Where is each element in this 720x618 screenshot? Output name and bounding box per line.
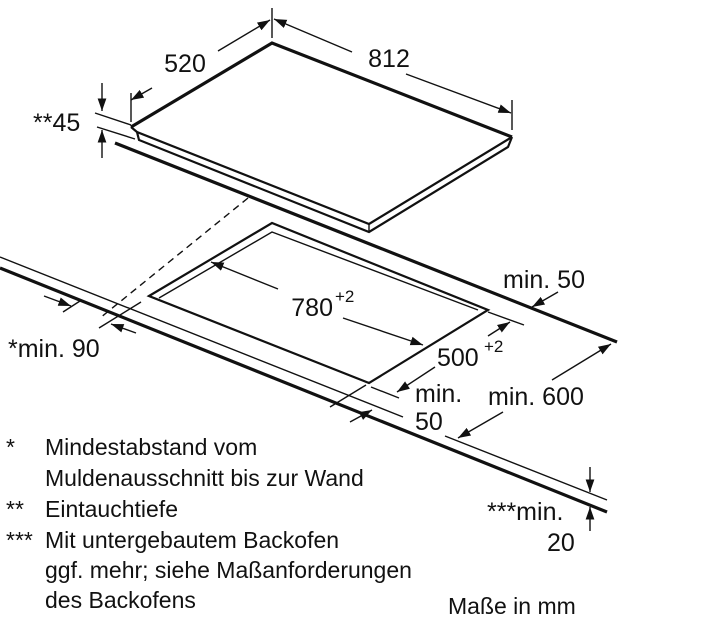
hob [130, 41, 514, 234]
countertop-front-top-edge [444, 435, 608, 501]
cutout-width-label: 780 [291, 294, 333, 322]
note-line: Mit untergebautem Backofen [45, 527, 339, 553]
countertop-front-top-edge [0, 256, 404, 418]
dimension-arrow [531, 291, 559, 308]
dimension-arrow [110, 323, 137, 334]
notes: * Mindestabstand vom Muldenausschnitt bi… [6, 434, 576, 618]
note-line: ggf. mehr; siehe Maßanforderungen [45, 557, 412, 583]
hob-depth-label: 520 [164, 50, 206, 78]
clearances: min. 50 min. 600 min. 50 *min. 90 ***min… [8, 266, 612, 557]
dimension-arrow [457, 411, 504, 439]
cutout: 780 +2 500 +2 [146, 221, 525, 399]
dimension-arrow [349, 409, 373, 423]
oven-gap-label-line1: ***min. [487, 498, 563, 526]
countertop [0, 141, 618, 514]
dimension-arrow [396, 366, 436, 393]
dimension-arrow [405, 73, 512, 114]
dimension-arrow [551, 343, 612, 381]
dimension-arrow [130, 87, 153, 101]
hob-dimensions: 520 812 **45 [33, 8, 513, 158]
note-marker: *** [6, 527, 33, 553]
extension-line [94, 112, 132, 126]
hob-underside-edge [135, 131, 514, 234]
cutout-width-tolerance: +2 [335, 287, 354, 306]
countertop-depth-label: min. 600 [488, 383, 584, 411]
cutout-depth-tolerance: +2 [484, 337, 503, 356]
extension-line [62, 300, 81, 313]
countertop-back-edge [114, 141, 618, 344]
hob-projection-dashed-line [99, 197, 249, 319]
note-line: Muldenausschnitt bis zur Wand [45, 465, 364, 491]
note-line: Mindestabstand vom [45, 434, 257, 460]
front-clearance-label-line2: 50 [415, 408, 443, 436]
hob-front-edge [130, 126, 513, 226]
cutout-inner-edge [158, 231, 479, 311]
units-label: Maße in mm [448, 593, 576, 618]
dimension-arrow [210, 261, 279, 290]
dimension-arrow [342, 317, 424, 346]
note-marker: * [6, 434, 15, 460]
back-clearance-label: min. 50 [503, 266, 585, 294]
hob-width-label: 812 [368, 45, 410, 73]
cutout-outline [146, 221, 491, 385]
oven-gap-label-line2: 20 [547, 529, 575, 557]
extension-line [329, 384, 367, 408]
extension-line [98, 301, 142, 329]
dimension-arrow [273, 18, 353, 53]
extension-line [370, 386, 400, 399]
extension-line [487, 311, 525, 326]
dimension-arrow [43, 295, 72, 307]
dimension-arrow [217, 19, 271, 52]
cutout-depth-label: 500 [437, 344, 479, 372]
immersion-depth-label: **45 [33, 109, 80, 137]
note-line: des Backofens [45, 587, 196, 613]
note-line: Eintauchtiefe [45, 496, 178, 522]
countertop-front-edge [0, 266, 608, 514]
extension-line [96, 126, 136, 140]
front-clearance-label-line1: min. [415, 380, 462, 408]
side-clearance-label: *min. 90 [8, 335, 100, 363]
dimension-arrow [487, 321, 511, 337]
hob-top-edge [130, 41, 513, 139]
note-marker: ** [6, 496, 24, 522]
